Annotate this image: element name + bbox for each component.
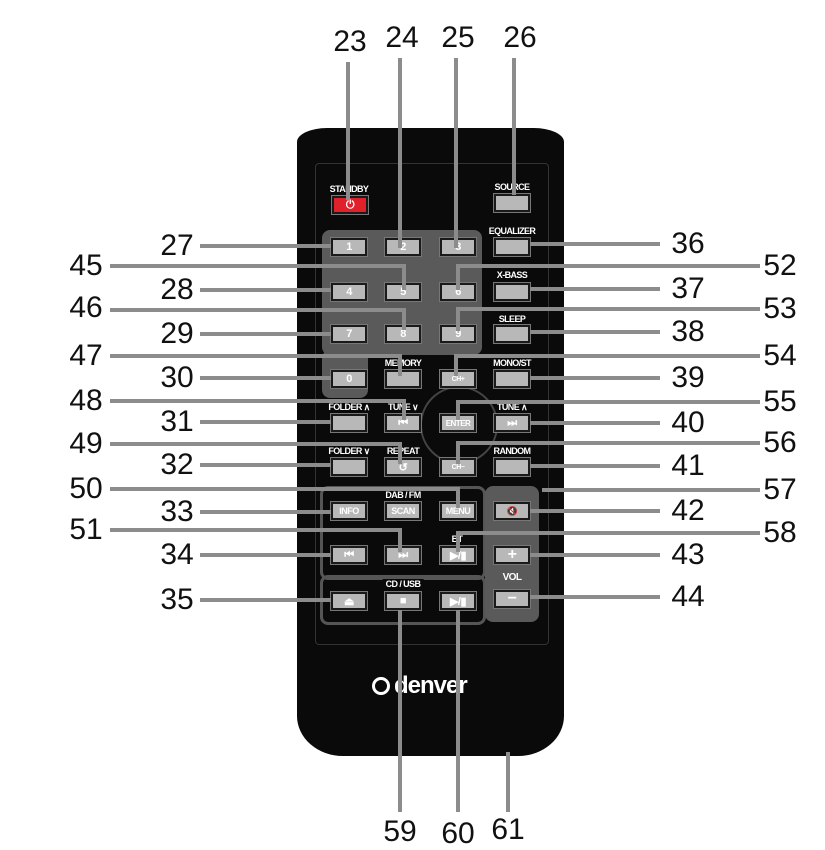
callout-52: 52 <box>763 249 797 282</box>
xbass-label: X-BASS <box>496 270 528 280</box>
callout-28: 28 <box>160 273 194 306</box>
monost-label: MONO/ST <box>493 358 531 368</box>
bt-next-button[interactable]: ⏭ <box>385 546 421 564</box>
callout-31: 31 <box>160 405 194 438</box>
callout-39: 39 <box>671 361 705 394</box>
button-0[interactable]: 0 <box>331 370 367 388</box>
callout-51: 51 <box>69 513 103 546</box>
tune-up-label: TUNE ∧ <box>497 402 528 412</box>
monost-button[interactable] <box>494 370 530 388</box>
mute-button[interactable]: 🔇 <box>494 502 530 520</box>
callout-56: 56 <box>763 426 797 459</box>
equalizer-label: EQUALIZER <box>488 226 536 236</box>
dab-fm-label: DAB / FM <box>382 490 424 500</box>
repeat-button[interactable]: ↺ <box>385 458 421 476</box>
callout-57: 57 <box>763 473 797 506</box>
callout-23: 23 <box>333 25 367 58</box>
memory-button[interactable] <box>385 370 421 388</box>
callout-53: 53 <box>763 292 797 325</box>
memory-label: MEMORY <box>384 358 422 368</box>
callout-26: 26 <box>503 21 537 54</box>
callout-50: 50 <box>69 472 103 505</box>
callout-48: 48 <box>69 384 103 417</box>
equalizer-button[interactable] <box>494 238 530 256</box>
callout-25: 25 <box>441 21 475 54</box>
callout-32: 32 <box>160 448 194 481</box>
sleep-label: SLEEP <box>498 314 526 324</box>
folder-up-button[interactable] <box>331 414 367 432</box>
button-2[interactable]: 2 <box>385 238 421 256</box>
callout-40: 40 <box>671 406 705 439</box>
callout-60: 60 <box>441 817 475 850</box>
callout-43: 43 <box>671 538 705 571</box>
callout-58: 58 <box>763 516 797 549</box>
folder-up-label: FOLDER ∧ <box>328 402 370 412</box>
callout-35: 35 <box>160 583 194 616</box>
callout-27: 27 <box>160 229 194 262</box>
tune-up-button[interactable]: ⏭ <box>494 414 530 432</box>
denver-logo: denver <box>372 672 468 700</box>
xbass-button[interactable] <box>494 283 530 301</box>
random-label: RANDOM <box>493 446 532 456</box>
callout-45: 45 <box>69 249 103 282</box>
info-button[interactable]: INFO <box>331 502 367 520</box>
repeat-label: REPEAT <box>386 446 420 456</box>
callout-36: 36 <box>671 227 705 260</box>
callout-61: 61 <box>491 813 525 846</box>
callout-42: 42 <box>671 494 705 527</box>
callout-59: 59 <box>383 815 417 848</box>
callout-47: 47 <box>69 339 103 372</box>
sleep-button[interactable] <box>494 325 530 343</box>
callout-46: 46 <box>69 291 103 324</box>
callout-29: 29 <box>160 317 194 350</box>
callout-34: 34 <box>160 538 194 571</box>
cd-usb-label: CD / USB <box>382 579 424 589</box>
stop-button[interactable]: ■ <box>385 592 421 610</box>
callout-54: 54 <box>763 339 797 372</box>
vol-label: VOL <box>502 572 522 583</box>
folder-down-label: FOLDER ∨ <box>328 446 370 456</box>
callout-55: 55 <box>763 385 797 418</box>
button-7[interactable]: 7 <box>331 325 367 343</box>
callout-41: 41 <box>671 449 705 482</box>
callout-44: 44 <box>671 580 705 613</box>
cd-play-pause-button[interactable]: ▶/▮ <box>440 592 476 610</box>
volume-up-button[interactable]: + <box>494 546 530 564</box>
random-button[interactable] <box>494 458 530 476</box>
callout-24: 24 <box>385 21 419 54</box>
button-1[interactable]: 1 <box>331 238 367 256</box>
folder-down-button[interactable] <box>331 458 367 476</box>
callout-33: 33 <box>160 495 194 528</box>
callout-37: 37 <box>671 272 705 305</box>
scan-button[interactable]: SCAN <box>385 502 421 520</box>
volume-down-button[interactable]: − <box>494 590 530 608</box>
bt-prev-button[interactable]: ⏮ <box>331 546 367 564</box>
callout-30: 30 <box>160 361 194 394</box>
callout-38: 38 <box>671 315 705 348</box>
denver-logo-icon <box>372 677 390 695</box>
eject-button[interactable]: ⏏ <box>331 592 367 610</box>
button-4[interactable]: 4 <box>331 283 367 301</box>
callout-49: 49 <box>69 427 103 460</box>
